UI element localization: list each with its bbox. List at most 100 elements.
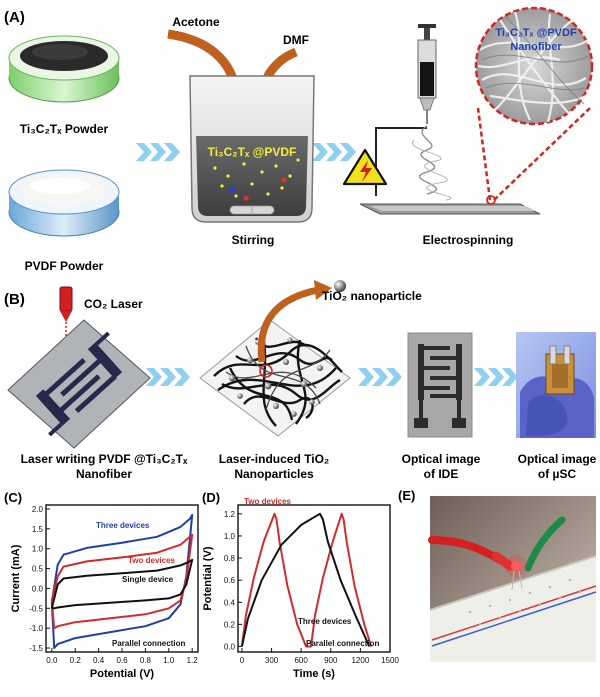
series-line-0 — [240, 512, 373, 648]
panel-c-letter: (C) — [4, 490, 22, 505]
dmf-label: DMF — [283, 33, 309, 47]
x-tick-label: 0.0 — [46, 656, 58, 665]
x-tick-label: 600 — [294, 656, 308, 665]
chart-annotation: Parallel connection — [306, 639, 379, 648]
x-tick-label: 300 — [265, 656, 279, 665]
y-tick-label: 1.0 — [32, 545, 44, 554]
molecule-atom-red — [243, 195, 249, 201]
nanoparticle-callout-arrow — [257, 286, 319, 363]
high-voltage-warning-icon — [342, 148, 388, 186]
pvdf-powder-dish — [8, 169, 120, 237]
plot-frame — [237, 504, 391, 653]
y-tick-label: 0.5 — [32, 565, 44, 574]
series-line-2 — [50, 558, 194, 610]
co2-laser-label: CO₂ Laser — [84, 297, 143, 311]
x-tick-label: 0.8 — [140, 656, 152, 665]
tio2-nanoparticle-network — [199, 319, 351, 437]
step2-label-1: Laser-induced TiO₂ — [219, 452, 329, 466]
x-tick-label: 1.2 — [187, 656, 199, 665]
series-label: Two devices — [128, 556, 176, 565]
molecule-atom-blue — [229, 187, 235, 193]
y-tick-label: -1.5 — [29, 644, 43, 653]
mxene-powder-label: Ti₃C₂Tₓ Powder — [20, 122, 109, 136]
flow-arrow-b2 — [358, 368, 402, 386]
panel-a: (A) Ti₃C₂Tₓ Powder PVDF Powder Acetone — [4, 6, 594, 273]
y-tick-label: 2.0 — [32, 505, 44, 514]
step1-label-1: Laser writing PVDF @Ti₃C₂Tₓ — [21, 452, 188, 466]
x-tick-label: 0.4 — [93, 656, 105, 665]
panel-b: (B) CO₂ Laser Laser writing PVDF @Ti₃C₂ — [4, 280, 597, 481]
step3-label-1: Optical image — [402, 452, 481, 466]
stirring-label: Stirring — [232, 233, 275, 247]
stirring-beaker — [189, 75, 315, 223]
series-label: Three devices — [298, 617, 352, 626]
series-label: Three devices — [96, 521, 150, 530]
x-axis-label: Potential (V) — [90, 668, 155, 680]
beaker-solution-label: Ti₃C₂Tₓ @PVDF — [208, 145, 297, 159]
step2-label-2: Nanoparticles — [234, 467, 314, 481]
x-tick-label: 1.0 — [163, 656, 175, 665]
y-tick-label: 0.6 — [224, 576, 236, 585]
flow-arrow-a2 — [312, 143, 356, 161]
x-tick-label: 1500 — [381, 656, 399, 665]
flow-arrow-b1 — [146, 368, 190, 386]
acetone-label: Acetone — [172, 15, 220, 29]
panel-b-letter: (B) — [4, 291, 25, 308]
y-tick-label: 1.0 — [224, 532, 236, 541]
tio2-particle-icon — [334, 280, 346, 292]
step4-label-1: Optical image — [518, 452, 597, 466]
laser-writing-substrate — [7, 319, 151, 449]
series-label: Two devices — [244, 497, 292, 506]
x-tick-label: 0 — [240, 656, 245, 665]
usc-optical-image — [516, 332, 596, 438]
y-tick-label: 1.2 — [224, 510, 236, 519]
series-line-1 — [50, 533, 194, 630]
nanofiber-zoom-circle — [474, 6, 594, 205]
panel-a-letter: (A) — [4, 9, 25, 26]
x-tick-label: 900 — [324, 656, 338, 665]
flow-arrow-a1 — [136, 143, 180, 161]
step1-label-2: Nanofiber — [76, 467, 132, 481]
panel-e-letter: (E) — [398, 488, 415, 503]
mxene-powder-dish — [8, 35, 120, 103]
series-label: Single device — [122, 575, 174, 584]
molecule-atom-red — [281, 177, 287, 183]
x-tick-label: 0.2 — [70, 656, 82, 665]
led-demo-photo — [428, 496, 597, 662]
electrospinning-label: Electrospinning — [423, 233, 514, 247]
y-tick-label: 0.0 — [224, 642, 236, 651]
series-line-0 — [50, 513, 194, 649]
nanofiber-label-1: Ti₃C₂Tₓ @PVDF — [495, 27, 577, 39]
ide-optical-image — [407, 332, 473, 438]
y-tick-label: 1.5 — [32, 525, 44, 534]
y-tick-label: 0.4 — [224, 598, 236, 607]
y-axis-label: Current (mA) — [10, 544, 22, 612]
led-glow — [505, 555, 527, 577]
series-line-1 — [240, 512, 371, 647]
chart-annotation: Parallel connection — [112, 639, 185, 648]
y-tick-label: 0.2 — [224, 620, 236, 629]
x-tick-label: 1200 — [351, 656, 369, 665]
y-tick-label: 0.8 — [224, 554, 236, 563]
electrospinning-setup — [359, 24, 541, 215]
pvdf-powder-label: PVDF Powder — [25, 259, 104, 273]
cv-chart: 0.0 0.2 0.4 0.6 0.8 1.0 1.2 -1.5 -1.0 -0.5 0.0 0.5 1… — [10, 504, 199, 680]
panel-e: (E) — [398, 488, 597, 662]
flow-arrow-b3 — [474, 368, 518, 386]
selected-particle-marker — [259, 364, 273, 378]
x-tick-label: 0.6 — [116, 656, 128, 665]
step4-label-2: of µSC — [538, 467, 577, 481]
fiber-jet-spiral — [418, 125, 437, 195]
y-tick-label: -0.5 — [29, 604, 43, 613]
y-tick-label: 0.0 — [32, 584, 44, 593]
nanoparticle-callout-arrowhead — [314, 280, 332, 300]
tio2-label: TiO₂ nanoparticle — [322, 289, 422, 303]
y-axis-label: Potential (V) — [202, 546, 214, 611]
y-tick-label: -1.0 — [29, 624, 43, 633]
x-axis-label: Time (s) — [293, 668, 335, 680]
step3-label-2: of IDE — [424, 467, 459, 481]
